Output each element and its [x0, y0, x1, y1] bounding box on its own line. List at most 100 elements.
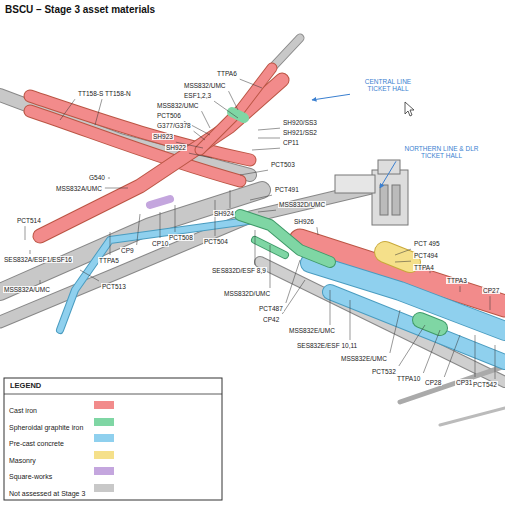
callout-label: MSS832D/UMC — [278, 201, 326, 208]
callout-label: TTPA10 — [396, 375, 421, 382]
leader-line — [286, 260, 300, 303]
callout-label: SES832D/ESF 8,9 — [211, 267, 267, 274]
legend-swatch — [94, 484, 114, 492]
leader-line — [60, 99, 75, 120]
callout-label: CP42 — [262, 316, 280, 323]
callout-label: SES832A/ESF1/ESF16 — [3, 256, 73, 263]
legend-text: Square-works — [9, 471, 52, 483]
legend-entry: Pre-cast concrete — [9, 432, 209, 444]
leader-line — [250, 195, 272, 200]
leader-line — [108, 178, 110, 179]
callout-label: TT158-S — [77, 90, 104, 97]
callout-label: SH923 — [152, 133, 174, 140]
leader-line — [202, 111, 210, 128]
legend-entry: Spheroidal graphite iron — [9, 416, 209, 428]
leader-line — [395, 261, 411, 263]
callout-label: PCT491 — [274, 186, 300, 193]
leader-line — [395, 249, 411, 255]
callout-label: PCT506 — [156, 112, 182, 119]
leader-line — [137, 214, 140, 245]
callout-label: PCT513 — [101, 283, 127, 290]
leader-line — [189, 153, 212, 158]
legend-text: Spheroidal graphite iron — [9, 422, 83, 434]
callout-label: MSS832/UMC — [183, 82, 227, 89]
legend-swatch — [94, 434, 114, 442]
legend-heading: LEGEND — [9, 382, 42, 390]
leader-line — [282, 280, 305, 314]
callout-label: SH921/SS2 — [282, 129, 318, 136]
callout-label: PCT514 — [16, 217, 42, 224]
leader-line — [258, 138, 280, 139]
callout-label: PCT504 — [203, 238, 229, 245]
legend-entry: Cast iron — [9, 399, 209, 411]
callout-label: MSS832A/UMC — [55, 185, 103, 192]
callout-label: CP31 — [455, 379, 473, 386]
legend-entry: Masonry — [9, 449, 209, 461]
callout-label: MSS832D/UMC — [223, 290, 271, 297]
legend-swatch — [94, 451, 114, 459]
callout-label: PCT494 — [413, 252, 439, 259]
callout-label: G377/G378 — [156, 122, 192, 129]
callout-label: PCT532 — [371, 368, 397, 375]
leader-line — [399, 325, 425, 366]
leader-line — [460, 286, 461, 292]
leader-line — [444, 335, 460, 377]
callout-label: SH920/SS3 — [282, 119, 318, 126]
callout-label: TTPA5 — [98, 257, 120, 264]
leader-line — [25, 226, 26, 240]
legend-swatch — [94, 401, 114, 409]
leader-line — [194, 131, 205, 140]
leader-line — [160, 212, 161, 238]
leader-line — [215, 200, 216, 236]
callout-label: TT158-N — [104, 90, 132, 97]
callout-label: ESF1,2,3 — [183, 92, 212, 99]
callout-label: MSS832A/UMC — [3, 286, 51, 293]
leader-line — [80, 270, 99, 281]
legend-swatch — [94, 418, 114, 426]
leader-line — [270, 245, 271, 288]
callout-label: CP9 — [120, 247, 135, 254]
leader-line — [214, 101, 238, 118]
leader-line — [423, 330, 440, 373]
legend-text: Not assessed at Stage 3 — [9, 488, 85, 500]
leader-line — [175, 205, 176, 232]
callout-label: TTPA3 — [446, 277, 468, 284]
leader-line — [390, 310, 400, 353]
legend-entry: Not assessed at Stage 3 — [9, 482, 209, 494]
callout-label: SES832E/ESF 10,11 — [296, 342, 358, 349]
leader-line — [110, 232, 111, 255]
leader-line — [30, 250, 31, 254]
legend-entry: Square-works — [9, 465, 209, 477]
callout-label: CP27 — [482, 287, 500, 294]
leader-line — [380, 161, 396, 188]
leader-line — [495, 345, 496, 379]
destination-label: NORTHERN LINE & DLR TICKET HALL — [398, 145, 485, 159]
leader-line — [105, 188, 128, 189]
leader-line — [330, 290, 331, 325]
leader-line — [317, 227, 318, 235]
callout-label: SH924 — [213, 210, 235, 217]
legend-text: Pre-cast concrete — [9, 438, 64, 450]
leader-line — [350, 300, 351, 340]
callout-label: TTPA4 — [413, 264, 435, 271]
callout-label: SH922 — [165, 144, 187, 151]
callout-label: MSS832E/UMC — [288, 327, 336, 334]
callout-label: CP28 — [424, 379, 442, 386]
leader-line — [258, 210, 276, 212]
callout-label: MSS832E/UMC — [340, 355, 388, 362]
callout-label: PCT542 — [472, 381, 498, 388]
leader-line — [312, 94, 350, 100]
leader-line — [40, 280, 41, 284]
callout-label: G540 — [88, 174, 106, 181]
leader-line — [240, 170, 268, 175]
callout-label: CP10 — [151, 240, 169, 247]
leader-line — [490, 296, 491, 310]
callout-label: MSS832/UMC — [156, 102, 200, 109]
leader-line — [230, 190, 231, 208]
callout-label: PCT487 — [258, 305, 284, 312]
leader-line — [240, 79, 262, 88]
leader-line — [475, 335, 476, 377]
callout-label: PCT 495 — [413, 240, 441, 247]
callout-label: TTPA6 — [216, 70, 238, 77]
diagram-title: BSCU – Stage 3 asset materials — [5, 4, 155, 15]
